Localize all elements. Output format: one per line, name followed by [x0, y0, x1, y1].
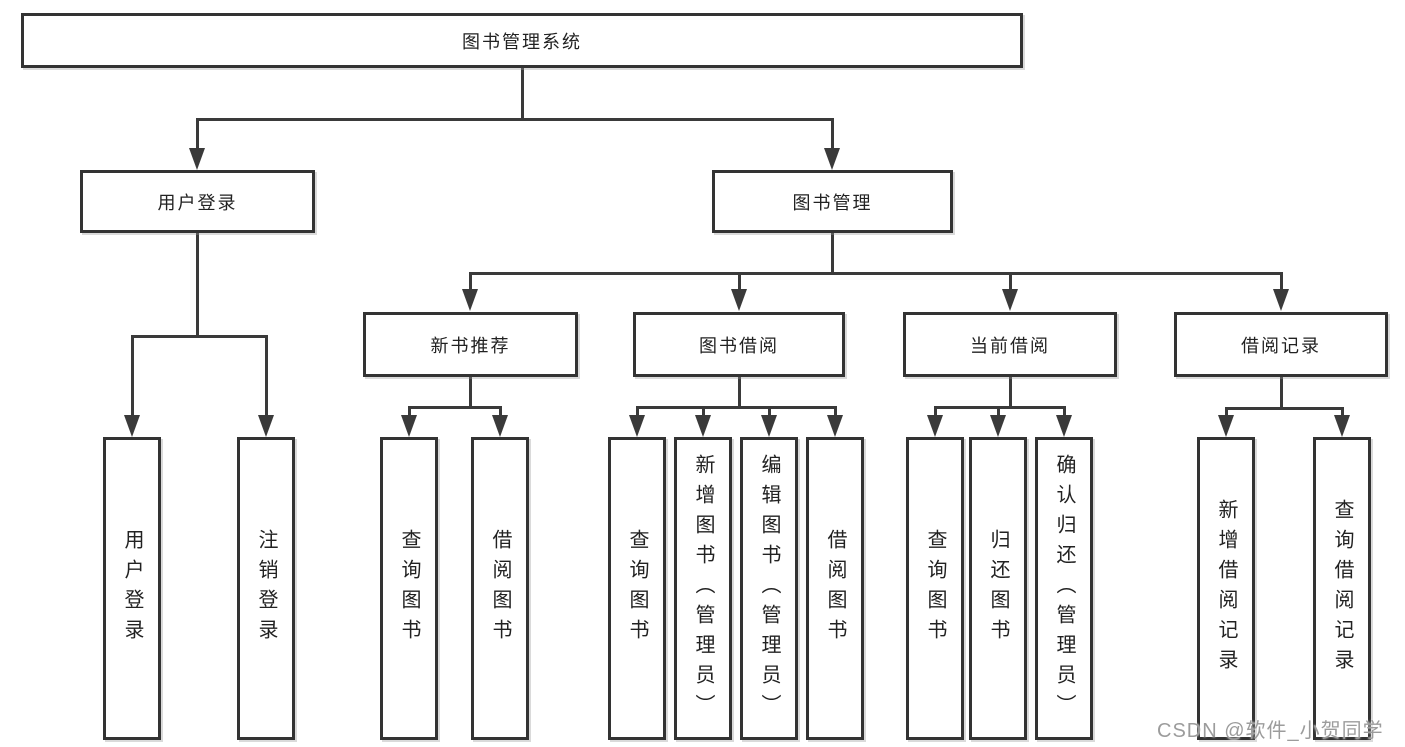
leaf-edit-books-admin: 编辑图书（管理员） — [740, 437, 798, 740]
leaf-query-borrow-record: 查询借阅记录 — [1313, 437, 1371, 740]
arrow-down-icon — [1273, 289, 1289, 311]
connector-segment — [1225, 407, 1344, 410]
arrow-down-icon — [401, 415, 417, 437]
connector-segment — [738, 377, 741, 406]
connector-segment — [1225, 407, 1228, 420]
connector-segment — [702, 406, 705, 420]
arrow-down-icon — [629, 415, 645, 437]
node-book-management: 图书管理 — [712, 170, 953, 233]
leaf-user-login-label: 用户登录 — [121, 528, 143, 649]
connector-segment — [265, 335, 268, 418]
connector-segment — [834, 406, 837, 420]
connector-segment — [499, 406, 502, 420]
connector-segment — [934, 406, 937, 420]
node-root-label: 图书管理系统 — [462, 31, 582, 52]
connector-segment — [469, 272, 472, 292]
arrow-down-icon — [462, 289, 478, 311]
connector-segment — [469, 272, 1283, 275]
node-new-book-recommend-label: 新书推荐 — [430, 335, 511, 356]
node-new-book-recommend: 新书推荐 — [363, 312, 578, 377]
connector-segment — [768, 406, 771, 420]
connector-segment — [196, 118, 834, 121]
node-user-login-label: 用户登录 — [157, 192, 238, 213]
node-borrow-records-label: 借阅记录 — [1241, 335, 1321, 356]
arrow-down-icon — [927, 415, 943, 437]
arrow-down-icon — [1002, 289, 1018, 311]
connector-segment — [521, 68, 524, 118]
connector-segment — [997, 406, 1000, 420]
connector-segment — [131, 335, 268, 338]
leaf-logout-label: 注销登录 — [255, 528, 277, 649]
connector-segment — [934, 406, 1066, 409]
connector-segment — [196, 118, 199, 152]
arrow-down-icon — [824, 148, 840, 170]
node-current-borrow: 当前借阅 — [903, 312, 1117, 377]
leaf-logout: 注销登录 — [237, 437, 295, 740]
connector-segment — [831, 233, 834, 272]
leaf-edit-books-admin-label: 编辑图书（管理员） — [758, 453, 780, 724]
node-user-login: 用户登录 — [80, 170, 315, 233]
csdn-watermark: CSDN @软件_小贺同学 — [1157, 720, 1384, 742]
leaf-borrow-books-recommend: 借阅图书 — [471, 437, 529, 740]
connector-segment — [196, 233, 199, 335]
arrow-down-icon — [124, 415, 140, 437]
leaf-confirm-return-admin: 确认归还（管理员） — [1035, 437, 1093, 740]
connector-segment — [636, 406, 639, 420]
leaf-user-login: 用户登录 — [103, 437, 161, 740]
connector-segment — [636, 406, 837, 409]
node-book-borrow: 图书借阅 — [633, 312, 845, 377]
leaf-return-books: 归还图书 — [969, 437, 1027, 740]
arrow-down-icon — [189, 148, 205, 170]
connector-segment — [408, 406, 502, 409]
connector-segment — [831, 118, 834, 152]
leaf-return-books-label: 归还图书 — [987, 528, 1009, 649]
leaf-add-borrow-record-label: 新增借阅记录 — [1215, 498, 1237, 679]
leaf-query-borrow-record-label: 查询借阅记录 — [1331, 498, 1353, 679]
connector-segment — [131, 335, 134, 418]
connector-segment — [469, 377, 472, 406]
leaf-confirm-return-admin-label: 确认归还（管理员） — [1053, 453, 1075, 724]
leaf-borrow-books: 借阅图书 — [806, 437, 864, 740]
connector-segment — [1063, 406, 1066, 420]
leaf-add-borrow-record: 新增借阅记录 — [1197, 437, 1255, 740]
connector-segment — [1280, 377, 1283, 407]
node-book-management-label: 图书管理 — [792, 192, 873, 213]
arrow-down-icon — [1334, 415, 1350, 437]
arrow-down-icon — [258, 415, 274, 437]
connector-segment — [1280, 272, 1283, 292]
node-root: 图书管理系统 — [21, 13, 1023, 68]
leaf-query-books-recommend: 查询图书 — [380, 437, 438, 740]
connector-segment — [1341, 407, 1344, 420]
leaf-query-books-borrow-label: 查询图书 — [626, 528, 648, 649]
leaf-add-books-admin-label: 新增图书（管理员） — [692, 453, 714, 724]
arrow-down-icon — [1056, 415, 1072, 437]
arrow-down-icon — [695, 415, 711, 437]
node-book-borrow-label: 图书借阅 — [699, 335, 779, 356]
leaf-query-books-current: 查询图书 — [906, 437, 964, 740]
arrow-down-icon — [990, 415, 1006, 437]
leaf-borrow-books-recommend-label: 借阅图书 — [489, 528, 511, 649]
connector-segment — [1009, 377, 1012, 406]
leaf-add-books-admin: 新增图书（管理员） — [674, 437, 732, 740]
leaf-borrow-books-label: 借阅图书 — [824, 528, 846, 649]
leaf-query-books-current-label: 查询图书 — [924, 528, 946, 649]
arrow-down-icon — [1218, 415, 1234, 437]
connector-segment — [1009, 272, 1012, 292]
connector-segment — [408, 406, 411, 420]
node-borrow-records: 借阅记录 — [1174, 312, 1388, 377]
leaf-query-books-recommend-label: 查询图书 — [398, 528, 420, 649]
leaf-query-books-borrow: 查询图书 — [608, 437, 666, 740]
connector-segment — [738, 272, 741, 292]
arrow-down-icon — [827, 415, 843, 437]
node-current-borrow-label: 当前借阅 — [970, 335, 1050, 356]
arrow-down-icon — [761, 415, 777, 437]
arrow-down-icon — [731, 289, 747, 311]
arrow-down-icon — [492, 415, 508, 437]
